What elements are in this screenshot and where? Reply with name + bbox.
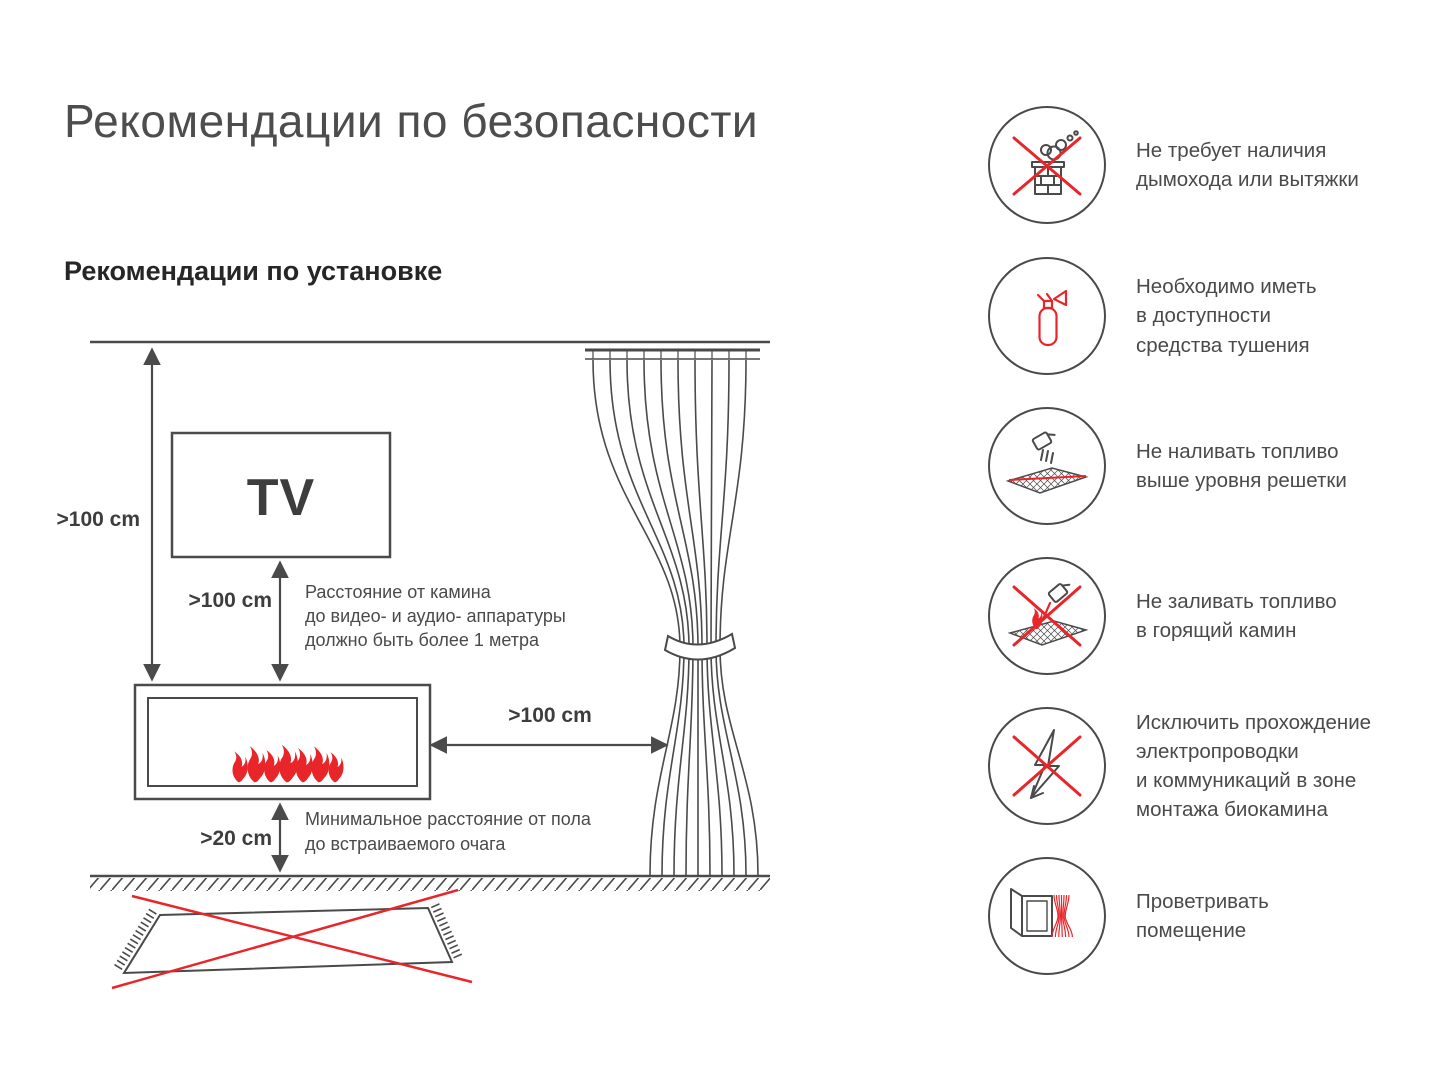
ventilate-icon — [988, 857, 1106, 975]
safety-item-text: Не требует наличия дымохода или вытяжки — [1136, 138, 1359, 191]
page-title: Рекомендации по безопасности — [64, 95, 759, 147]
fireplace — [133, 683, 432, 801]
no-chimney-icon — [988, 106, 1106, 224]
no-carpet-cross — [111, 888, 473, 990]
floor-hatching — [90, 878, 770, 891]
no-wiring-icon — [988, 707, 1106, 825]
distance-label-tv: >100 cm — [189, 589, 273, 612]
extinguisher-icon — [988, 257, 1106, 375]
distance-label-floor: >20 cm — [200, 827, 272, 850]
curtain — [585, 348, 760, 876]
installation-diagram: TV >100 cm >100 cm >100 cm >20 cm — [57, 340, 770, 990]
svg-text:до видео- и аудио- аппаратуры: до видео- и аудио- аппаратуры — [305, 606, 566, 626]
safety-item-text: Исключить прохождение электропроводки и … — [1136, 710, 1372, 822]
svg-text:до встраиваемого очага: до встраиваемого очага — [305, 834, 506, 854]
fireplace-flames — [232, 744, 344, 783]
curtain-folds — [592, 359, 759, 876]
tv-box — [170, 431, 392, 559]
safety-item: Проветривать помещение — [988, 857, 1440, 975]
svg-text:Минимальное расстояние от пола: Минимальное расстояние от пола — [305, 809, 592, 829]
safety-item: Не требует наличия дымохода или вытяжки — [988, 106, 1440, 224]
curtain-tie — [663, 632, 737, 661]
fuel-level-icon — [988, 407, 1106, 525]
safety-item-text: Необходимо иметь в доступности средства … — [1136, 275, 1317, 357]
safety-item: Не наливать топливо выше уровня решетки — [988, 407, 1440, 525]
note-tv-distance: Расстояние от камина до видео- и аудио- … — [305, 582, 566, 650]
safety-item-text: Не заливать топливо в горящий камин — [1136, 589, 1337, 642]
curtain-rod — [585, 348, 760, 360]
no-refill-burning-icon — [988, 557, 1106, 675]
safety-item: Необходимо иметь в доступности средства … — [988, 257, 1440, 375]
note-floor-distance: Минимальное расстояние от пола до встраи… — [305, 809, 592, 854]
section-title: Рекомендации по установке — [64, 256, 443, 286]
carpet — [111, 888, 473, 990]
safety-item: Исключить прохождение электропроводки и … — [988, 707, 1440, 825]
tv-label: TV — [247, 469, 315, 527]
safety-item-text: Проветривать помещение — [1136, 889, 1269, 942]
svg-text:Расстояние от камина: Расстояние от камина — [305, 582, 492, 602]
distance-label-curtain: >100 cm — [508, 704, 592, 727]
distance-label-left: >100 cm — [57, 508, 141, 531]
safety-item: Не заливать топливо в горящий камин — [988, 557, 1440, 675]
safety-item-text: Не наливать топливо выше уровня решетки — [1136, 439, 1347, 492]
svg-text:должно быть более 1 метра: должно быть более 1 метра — [305, 630, 540, 650]
